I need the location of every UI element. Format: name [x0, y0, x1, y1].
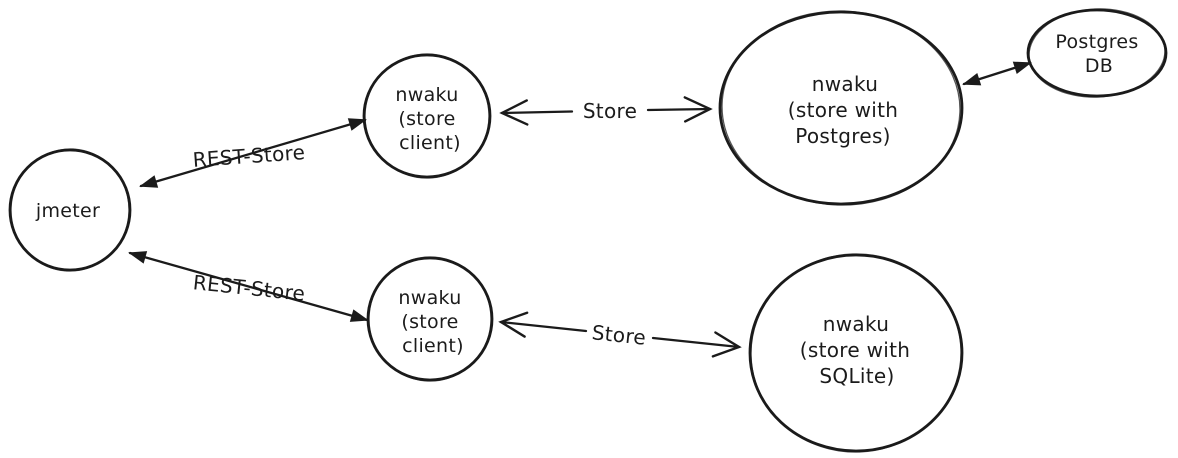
node-store-postgres-line1: nwaku [812, 72, 878, 96]
edge-rest-store-bottom-line [128, 251, 369, 322]
edge-db-link-line [962, 61, 1032, 86]
node-jmeter-sketch [10, 148, 130, 272]
edge-rest-store-top: REST-Store [139, 118, 367, 188]
edge-store-bottom-line-left [498, 311, 588, 338]
edge-store-bottom-label: Store [591, 320, 648, 350]
node-postgres-db: Postgres DB [1026, 8, 1168, 98]
node-store-sqlite-shape [748, 253, 964, 453]
node-postgres-db-shape [1026, 8, 1168, 98]
node-store-client-top-line2: (store [398, 108, 455, 130]
edge-store-bottom: Store [498, 311, 742, 358]
node-store-sqlite-sketch [750, 253, 962, 453]
edge-store-top: Store [499, 96, 713, 126]
node-store-client-top-shape [362, 53, 492, 179]
edge-rest-store-top-label: REST-Store [192, 140, 306, 172]
node-store-client-bottom-sketch [368, 256, 492, 382]
node-postgres-db-sketch [1028, 8, 1166, 98]
edge-rest-store-bottom-label: REST-Store [192, 270, 307, 306]
node-store-postgres-line3: Postgres) [795, 124, 891, 148]
node-store-client-bottom-line1: nwaku [398, 287, 461, 309]
edge-store-top-label: Store [583, 99, 637, 123]
node-store-client-bottom: nwaku (store client) [366, 256, 494, 382]
node-store-postgres-sketch [721, 10, 961, 206]
node-store-client-bottom-line3: client) [402, 335, 464, 357]
node-store-sqlite-line2: (store with [800, 338, 910, 362]
node-store-sqlite: nwaku (store with SQLite) [748, 253, 964, 453]
node-store-sqlite-line3: SQLite) [819, 364, 894, 388]
node-jmeter-shape [8, 148, 132, 272]
edge-rest-store-top-line [139, 118, 367, 188]
edge-store-top-line-right [646, 96, 713, 123]
edge-db-link [962, 61, 1032, 86]
node-store-sqlite-line1: nwaku [823, 312, 889, 336]
node-postgres-db-line2: DB [1085, 55, 1113, 77]
edge-store-top-line-left [499, 99, 574, 126]
node-store-client-bottom-line2: (store [401, 311, 458, 333]
node-store-client-top-line3: client) [399, 132, 461, 154]
node-jmeter-label: jmeter [35, 200, 100, 222]
node-store-client-top: nwaku (store client) [362, 53, 492, 179]
edge-store-bottom-line-right [651, 331, 742, 358]
node-store-client-top-line1: nwaku [395, 84, 458, 106]
edge-rest-store-bottom: REST-Store [128, 251, 369, 322]
node-postgres-db-line1: Postgres [1055, 31, 1138, 53]
node-store-postgres: nwaku (store with Postgres) [718, 10, 964, 206]
node-store-postgres-line2: (store with [788, 98, 898, 122]
node-store-postgres-shape [718, 10, 964, 206]
node-jmeter: jmeter [8, 148, 132, 272]
